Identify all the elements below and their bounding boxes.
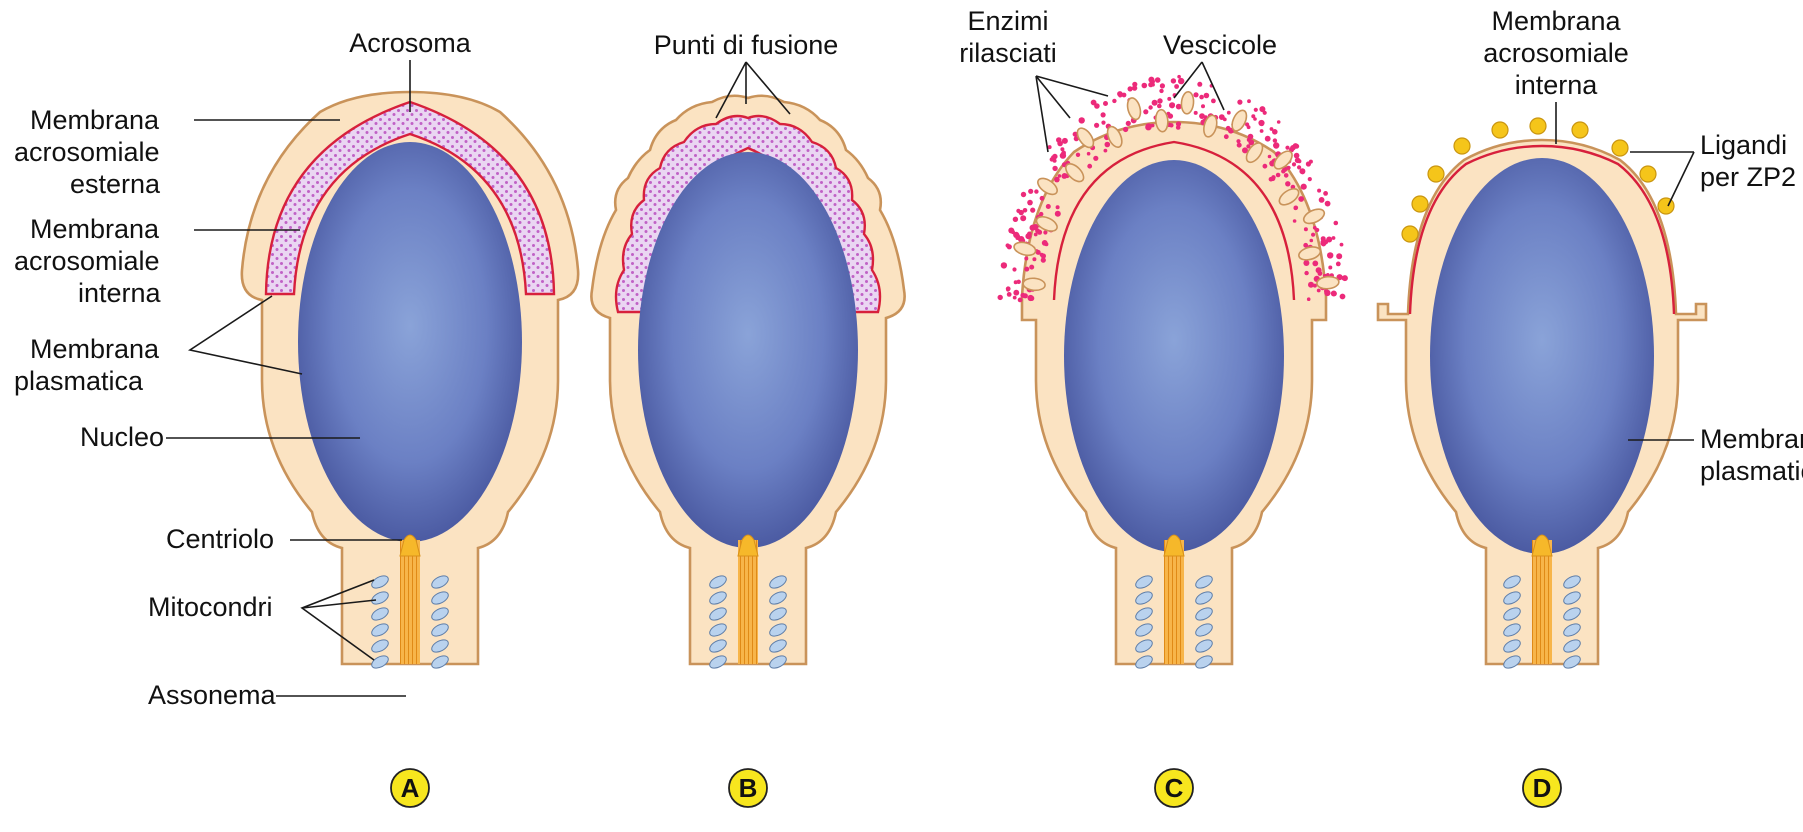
badge-d-label: D: [1533, 773, 1552, 803]
badge-c: C: [1155, 769, 1193, 807]
label-inner-acrosomal-membrane-2: acrosomiale: [14, 246, 160, 276]
label-centriole: Centriolo: [166, 524, 274, 554]
label-inner-acrosomal-membrane-1: Membrana: [30, 214, 160, 244]
label-mitochondria: Mitocondri: [148, 592, 273, 622]
label-released-enzymes-2: rilasciati: [959, 38, 1057, 68]
badge-b: B: [729, 769, 767, 807]
label-outer-acrosomal-membrane-2: acrosomiale: [14, 137, 160, 167]
label-inner-acrosomal-membrane-3: interna: [1515, 70, 1599, 100]
badge-d: D: [1523, 769, 1561, 807]
label-nucleus: Nucleo: [80, 422, 164, 452]
label-released-enzymes-1: Enzimi: [967, 6, 1048, 36]
label-plasma-membrane-2: plasmatica: [1700, 456, 1803, 486]
label-inner-acrosomal-membrane-3: interna: [78, 278, 162, 308]
label-plasma-membrane-1: Membrana: [30, 334, 160, 364]
nucleus: [1064, 160, 1284, 552]
badge-a-label: A: [401, 773, 420, 803]
badge-b-label: B: [739, 773, 758, 803]
badge-c-label: C: [1165, 773, 1184, 803]
label-inner-acrosomal-membrane-2: acrosomiale: [1483, 38, 1629, 68]
axoneme: [1164, 540, 1184, 664]
nucleus: [298, 142, 522, 542]
nucleus: [638, 152, 858, 548]
panel-c: Enzimi rilasciati Vescicole: [959, 6, 1348, 671]
axoneme: [400, 540, 420, 664]
panel-a: Acrosoma Membrana acrosomiale esterna Me…: [14, 28, 578, 710]
label-zp2-ligands-1: Ligandi: [1700, 130, 1787, 160]
axoneme: [738, 540, 758, 664]
label-fusion-points: Punti di fusione: [654, 30, 839, 60]
nucleus: [1430, 158, 1654, 554]
label-plasma-membrane-1: Membrana: [1700, 424, 1803, 454]
badge-a: A: [391, 769, 429, 807]
axoneme: [1532, 540, 1552, 664]
panel-d: Membrana acrosomiale interna Ligandi per…: [1378, 6, 1803, 671]
label-outer-acrosomal-membrane-3: esterna: [70, 169, 161, 199]
label-axoneme: Assonema: [148, 680, 277, 710]
label-vesicles: Vescicole: [1163, 30, 1277, 60]
label-plasma-membrane-2: plasmatica: [14, 366, 144, 396]
label-inner-acrosomal-membrane-1: Membrana: [1491, 6, 1621, 36]
label-outer-acrosomal-membrane-1: Membrana: [30, 105, 160, 135]
panel-b: Punti di fusione: [591, 30, 904, 671]
label-acrosoma: Acrosoma: [349, 28, 472, 58]
label-zp2-ligands-2: per ZP2: [1700, 162, 1796, 192]
